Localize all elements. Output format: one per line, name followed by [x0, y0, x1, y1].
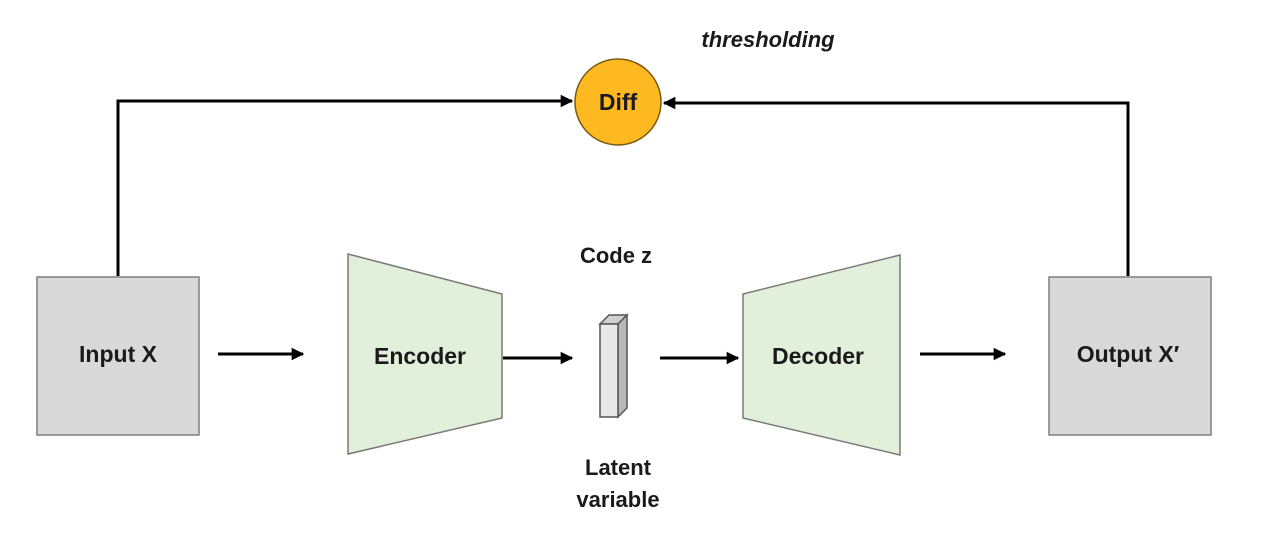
- edge-output-to-diff: [662, 96, 1130, 276]
- code-z-label: Code z: [580, 243, 652, 268]
- output-label: Output X′: [1077, 341, 1180, 367]
- output-node: [1048, 276, 1212, 436]
- latent-label-line1: Latent: [585, 455, 652, 480]
- thresholding-annotation: thresholding: [701, 27, 835, 52]
- latent-label-line2: variable: [576, 487, 659, 512]
- decoder-node: [742, 254, 901, 456]
- diff-node: [574, 58, 662, 146]
- edge-input-to-diff: [116, 94, 574, 276]
- decoder-label: Decoder: [772, 343, 864, 369]
- diff-label: Diff: [599, 89, 638, 115]
- encoder-label: Encoder: [374, 343, 466, 369]
- input-label: Input X: [79, 341, 158, 367]
- encoder-node: [347, 253, 503, 455]
- input-node: [36, 276, 200, 436]
- latent-variable-block: [598, 313, 629, 419]
